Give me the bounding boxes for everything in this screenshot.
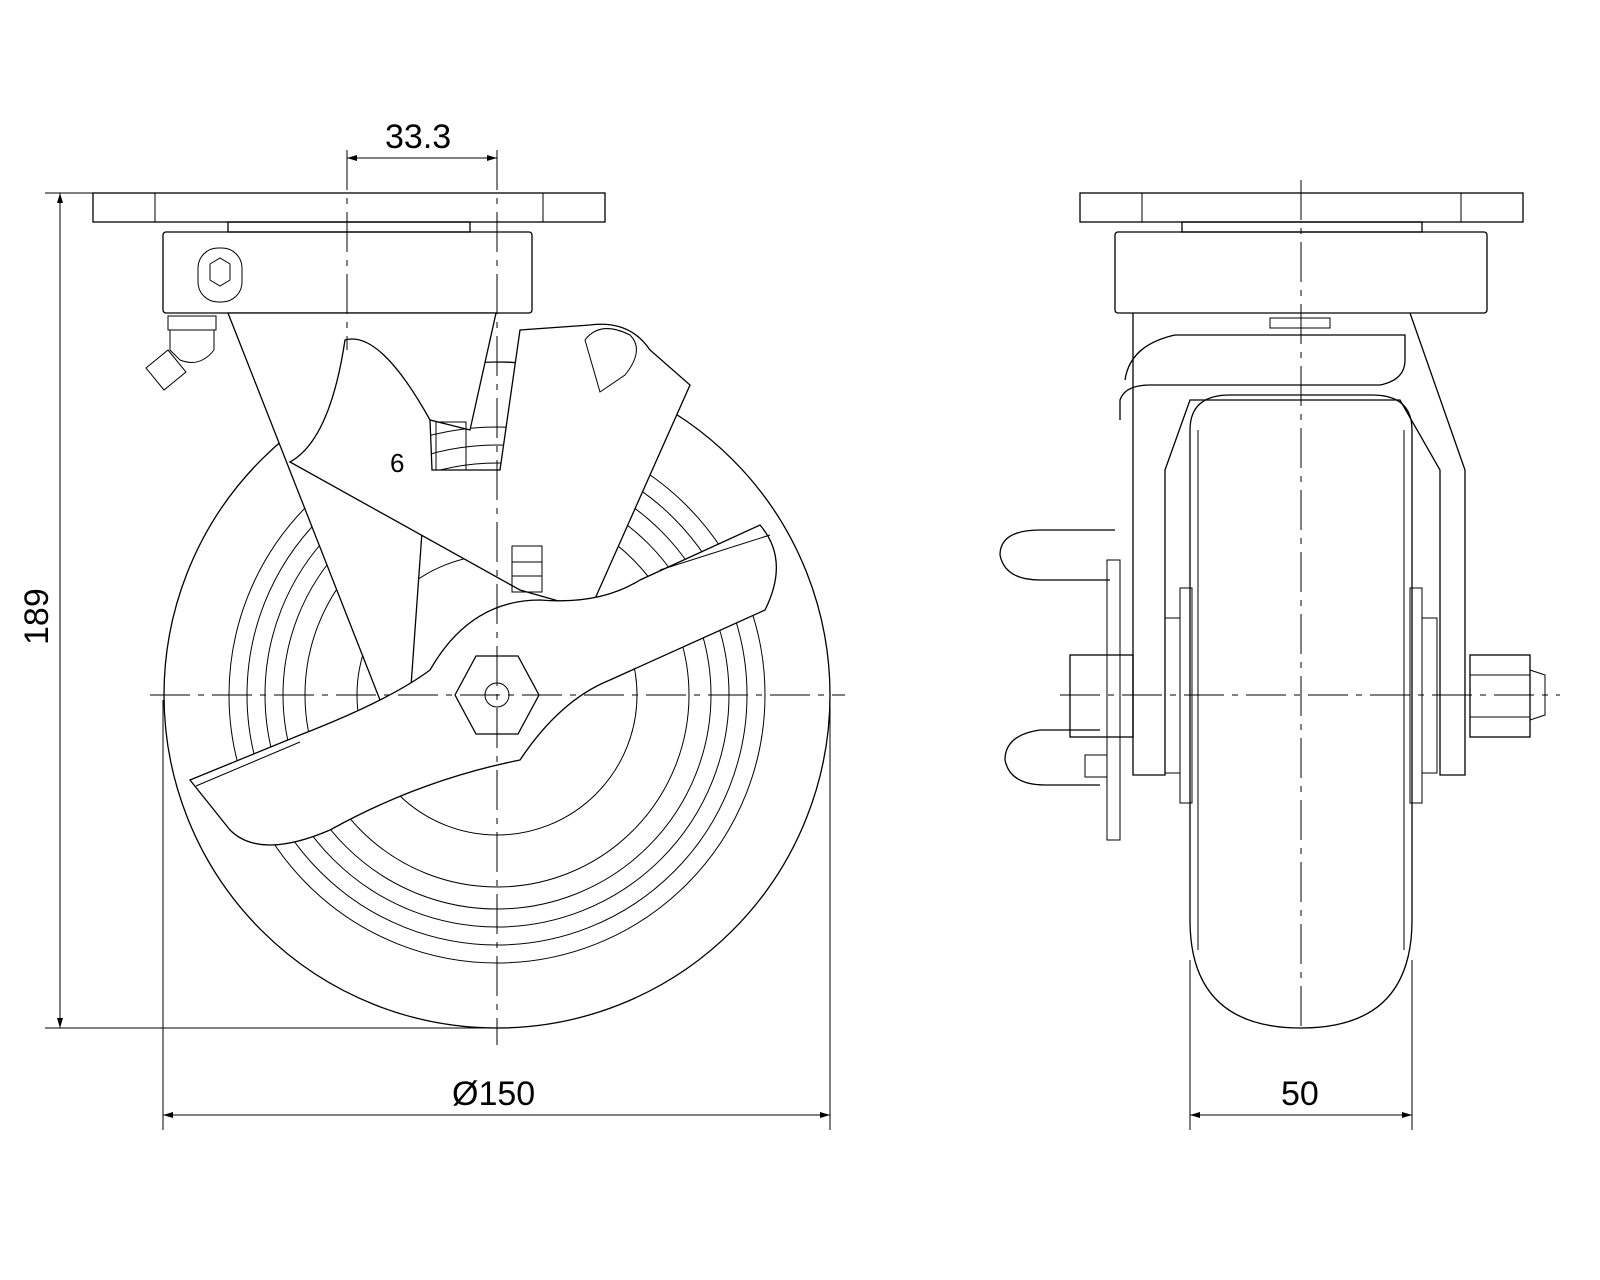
- brake-pedal-upper: [999, 529, 1115, 581]
- dimension-width: 50: [1189, 960, 1413, 1130]
- brake-plate: [1119, 334, 1406, 420]
- axle-bolt-head: [1069, 654, 1134, 738]
- dimension-diameter: Ø150: [162, 700, 831, 1130]
- wheel-tyre: [1189, 394, 1413, 1029]
- svg-text:33.3: 33.3: [385, 118, 451, 156]
- svg-text:189: 189: [18, 588, 56, 645]
- svg-text:Ø150: Ø150: [452, 1075, 535, 1113]
- dimension-height: 189: [18, 192, 490, 1029]
- svg-text:50: 50: [1281, 1075, 1319, 1113]
- side-view: [999, 180, 1560, 1030]
- hex-socket-icon: [209, 257, 231, 287]
- top-plate: [92, 192, 606, 223]
- fork: [1132, 312, 1466, 776]
- axle-nut: [1469, 654, 1531, 738]
- front-view: 6: [92, 150, 845, 1045]
- dimension-offset: 33.3: [347, 118, 497, 161]
- brake-pedal-lower: [1004, 729, 1100, 786]
- part-marking: 6: [390, 448, 404, 478]
- brake-lever: [288, 323, 691, 611]
- grease-nipple: [145, 315, 217, 391]
